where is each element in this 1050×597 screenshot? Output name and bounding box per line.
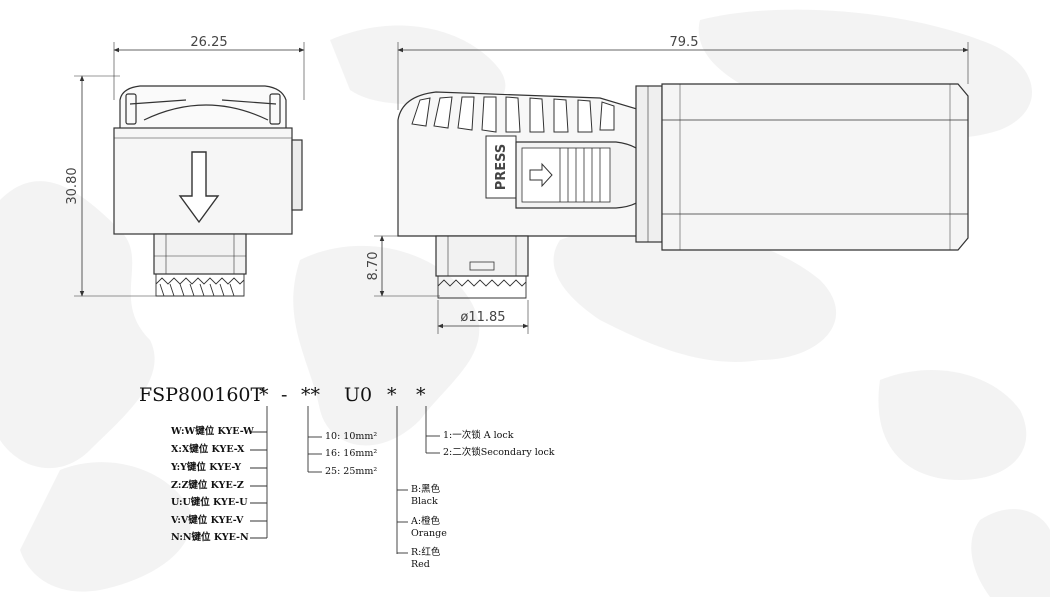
side-ribs	[411, 96, 615, 133]
part-code-seg1: *	[259, 384, 269, 406]
size-option-10: 10: 10mm²	[325, 431, 378, 442]
side-gear	[437, 276, 527, 299]
key-option-n: N:N键位 KYE-N	[171, 532, 249, 543]
part-code-base: FSP800160T	[139, 384, 264, 406]
part-code-dash: -	[281, 384, 288, 406]
front-cap	[119, 85, 287, 128]
dim-stub-diameter: ø11.85	[460, 310, 505, 325]
lock-option-2: 2:二次锁Secondary lock	[443, 447, 555, 458]
dim-side-stub: 8.70	[366, 252, 381, 281]
part-code-seg4: *	[387, 384, 397, 406]
front-gear	[155, 274, 245, 297]
world-map-background	[0, 9, 1050, 597]
dim-front-width: 26.25	[190, 35, 227, 50]
part-code-seg5: *	[416, 384, 426, 406]
color-option-black: B:黑色 Black	[411, 484, 440, 508]
key-option-v: V:V键位 KYE-V	[171, 515, 244, 526]
color-option-red: R:红色 Red	[411, 547, 440, 571]
size-option-25: 25: 25mm²	[325, 466, 378, 477]
dim-front-height: 30.80	[65, 167, 80, 204]
color-option-orange: A:橙色 Orange	[411, 516, 447, 540]
color-option-red-cn: R:红色	[411, 547, 441, 558]
key-option-u: U:U键位 KYE-U	[171, 497, 248, 508]
side-nut	[661, 83, 969, 251]
side-collar	[635, 85, 663, 243]
key-option-y: Y:Y键位 KYE-Y	[171, 462, 242, 473]
side-view	[374, 42, 969, 334]
arrow-right-icon	[529, 162, 553, 188]
part-code-tree	[250, 406, 440, 554]
part-code-seg2: **	[301, 384, 320, 406]
dim-side-length: 79.5	[670, 35, 699, 50]
color-option-orange-en: Orange	[411, 528, 447, 539]
lock-option-1: 1:一次锁 A lock	[443, 430, 514, 441]
color-option-black-cn: B:黑色	[411, 484, 441, 495]
press-label: PRESS	[494, 144, 509, 191]
key-option-x: X:X键位 KYE-X	[171, 444, 245, 455]
arrow-down-icon	[178, 151, 220, 224]
color-option-orange-cn: A:橙色	[411, 516, 441, 527]
key-option-z: Z:Z键位 KYE-Z	[171, 480, 244, 491]
part-code-seg3: U0	[344, 384, 373, 406]
color-option-black-en: Black	[411, 496, 438, 507]
front-view	[74, 42, 305, 297]
press-panel	[485, 135, 517, 199]
key-option-w: W:W键位 KYE-W	[171, 426, 254, 437]
size-option-16: 16: 16mm²	[325, 448, 378, 459]
color-option-red-en: Red	[411, 559, 430, 570]
